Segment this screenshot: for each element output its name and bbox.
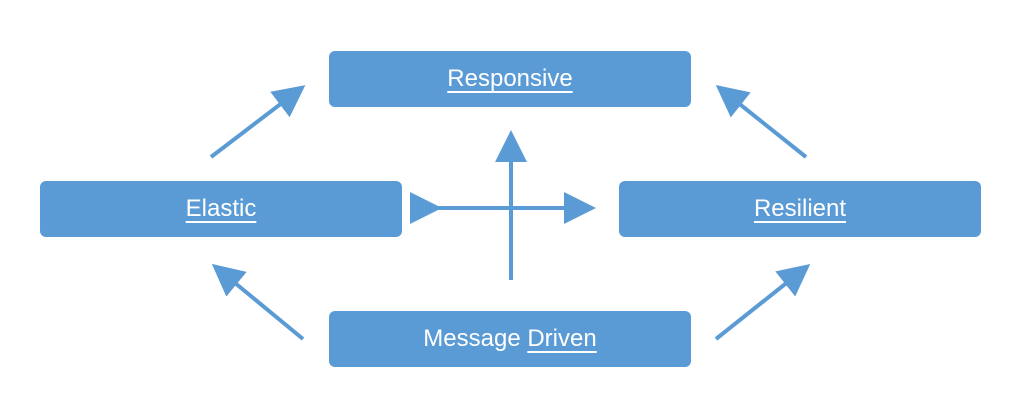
resilient-label: Resilient bbox=[753, 195, 847, 222]
arrow-resilient-to-responsive bbox=[715, 85, 808, 159]
arrow-message-to-resilient bbox=[714, 264, 811, 341]
resilient-node: Resilient bbox=[619, 181, 981, 237]
elastic-node: Elastic bbox=[40, 181, 402, 237]
responsive-label: Responsive bbox=[447, 65, 573, 92]
message-driven-label-word-1: Message bbox=[423, 325, 521, 352]
arrow-message-to-elastic bbox=[211, 263, 305, 341]
message-driven-label-word-2: Driven bbox=[527, 325, 597, 352]
elastic-label: Elastic bbox=[185, 195, 257, 222]
message-driven-label: Message Driven bbox=[423, 327, 596, 351]
message-driven-node: Message Driven bbox=[329, 311, 691, 367]
responsive-node: Responsive bbox=[329, 51, 691, 107]
arrow-elastic-to-responsive bbox=[209, 85, 306, 159]
